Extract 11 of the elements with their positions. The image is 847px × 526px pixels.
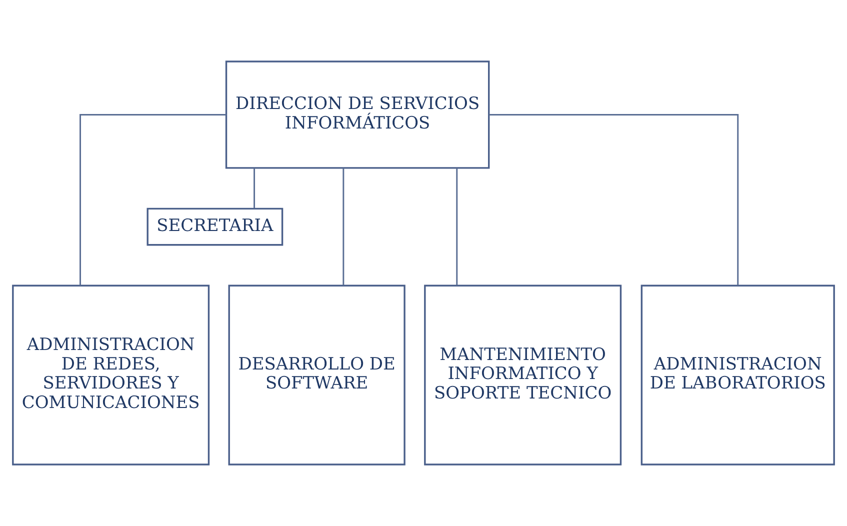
connector <box>80 114 226 286</box>
node-box: MANTENIMIENTO INFORMATICO Y SOPORTE TECNICO <box>424 284 622 466</box>
connector <box>254 168 256 208</box>
node-box: ADMINISTRACION DE LABORATORIOS <box>640 284 835 466</box>
connector <box>342 168 344 286</box>
node-box: DESARROLLO DE SOFTWARE <box>228 284 406 466</box>
connector <box>456 168 458 286</box>
node-box: ADMINISTRACION DE REDES, SERVIDORES Y COMUNICACIONES <box>12 284 210 466</box>
node-box: DIRECCION DE SERVICIOS INFORMÁTICOS <box>225 60 490 169</box>
connector <box>488 114 739 286</box>
node-box: SECRETARIA <box>146 208 284 246</box>
